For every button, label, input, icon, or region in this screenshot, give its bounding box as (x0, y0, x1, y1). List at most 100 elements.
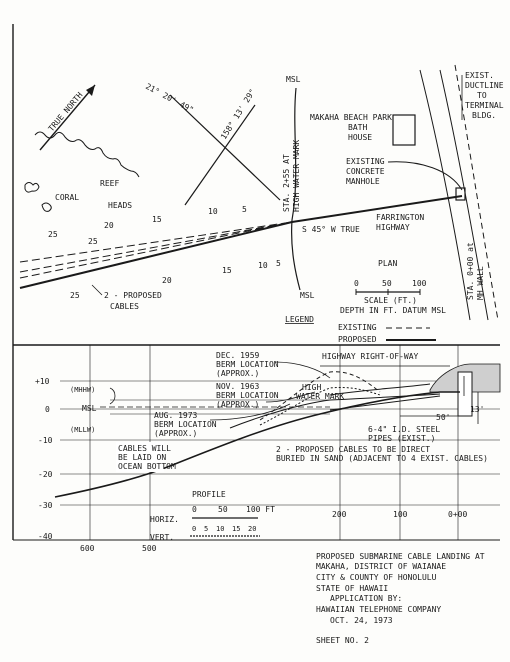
legend-existing: EXISTING (338, 323, 377, 332)
manhole-label-2: CONCRETE (346, 167, 385, 176)
vert-label: VERT. (150, 533, 174, 542)
berm-1973-line2: BERM LOCATION (154, 420, 217, 429)
park-label: MAKAHA BEACH PARK (310, 113, 392, 122)
hwm-line2: WATER MARK (296, 392, 344, 401)
cables-note-line3: OCEAN BOTTOM (118, 462, 176, 471)
berm-1973-leader (209, 403, 291, 421)
title-line: OCT. 24, 1973 (330, 616, 393, 625)
x-tick: 200 (332, 510, 347, 519)
mhhw-bracket (109, 387, 116, 405)
proposed-cable-line (19, 221, 293, 289)
station-0-label-1: STA. 0+00 at (466, 242, 475, 300)
depth-value: 15 (222, 266, 232, 275)
berm-1963-profile (259, 387, 381, 426)
dim-50-label: 50' (436, 413, 450, 422)
depth-value: 15 (152, 215, 162, 224)
depth-value: 25 (88, 237, 98, 246)
bearing-line-2 (184, 104, 256, 206)
existing-cable-line (19, 221, 293, 279)
x-tick: 100 (393, 510, 408, 519)
bath-house-label-2: HOUSE (348, 133, 372, 142)
highway-edge-2 (439, 69, 489, 321)
ductline-label-3: TO (477, 91, 487, 100)
highway-label-1: FARRINGTON (376, 213, 424, 222)
station-hwm-label-1: STA. 2+55 AT (282, 154, 291, 212)
manhole-label-3: MANHOLE (346, 177, 380, 186)
scale-tick-100: 100 (412, 279, 427, 288)
pipe-route (329, 395, 441, 411)
berm-1963-line2: BERM LOCATION (216, 391, 279, 400)
cables-leader (91, 284, 103, 296)
vert-tick-20: 20 (248, 525, 256, 533)
ground-surface (329, 383, 431, 396)
bearing-2-label: 158° 13' 29" (219, 87, 257, 141)
vert-tick-0: 0 (192, 525, 196, 533)
bearing-label: S 45° W TRUE (302, 225, 360, 234)
existing-cable-line (19, 221, 293, 273)
scale-tick-0: 0 (354, 279, 359, 288)
berm-1963-line1: NOV. 1963 (216, 382, 260, 391)
reef-label: REEF (100, 179, 119, 188)
cables-note-bg (116, 442, 164, 472)
berm-1959-profile (259, 371, 381, 421)
sand-surface (229, 393, 441, 429)
mllw-label: (MLLW) (70, 426, 95, 434)
hwm-line1: HIGH (302, 383, 321, 392)
berm-1959-line3: (APPROX.) (216, 369, 259, 378)
cables-note-line2: BE LAID ON (118, 453, 166, 462)
coral-label: CORAL (55, 193, 79, 202)
station-0-label-2: MH WALL (476, 266, 485, 300)
buried-note-line2: BURIED IN SAND (ADJACENT TO 4 EXIST. CAB… (276, 454, 488, 463)
highway-label-2: HIGHWAY (376, 223, 410, 232)
vert-tick-5: 5 (204, 525, 208, 533)
berm-1963-line3: (APPROX.) (216, 400, 259, 409)
mhhw-label: (MHHW) (70, 386, 95, 394)
legend-proposed: PROPOSED (338, 335, 377, 344)
ductline-label-4: TERMINAL (465, 101, 504, 110)
depth-value: 5 (276, 259, 281, 268)
vert-tick-15: 15 (232, 525, 240, 533)
sheet-number: SHEET NO. 2 (316, 636, 369, 645)
title-line: PROPOSED SUBMARINE CABLE LANDING AT (316, 552, 485, 561)
plan-view: TRUE NORTH 21° 20' 49" 158° 13' 29" REEF… (19, 64, 504, 344)
scale-tick-50: 50 (382, 279, 392, 288)
berm-1973-line1: AUG. 1973 (154, 411, 198, 420)
depth-value: 20 (104, 221, 114, 230)
x-tick: 500 (142, 544, 157, 553)
manhole-leader (387, 161, 463, 191)
msl-top-label: MSL (286, 75, 301, 84)
msl-shoreline (291, 87, 301, 291)
y-tick: -10 (38, 436, 53, 445)
existing-cable-line (19, 221, 293, 263)
scale-label: SCALE (FT.) (364, 296, 417, 305)
true-north-label: TRUE NORTH (47, 90, 85, 133)
existing-ductline (454, 64, 499, 321)
bath-house-icon (392, 114, 416, 146)
station-hwm-label-2: HIGH WATER MARK (292, 140, 301, 212)
manhole-icon (455, 187, 466, 201)
berm-1959-line1: DEC. 1959 (216, 351, 260, 360)
y-tick: -30 (38, 501, 53, 510)
cable-profile-line (54, 391, 460, 498)
berm-1973-line3: (APPROX.) (154, 429, 197, 438)
berm-1959-line2: BERM LOCATION (216, 360, 279, 369)
x-tick: 600 (80, 544, 95, 553)
title-line: HAWAIIAN TELEPHONE COMPANY (316, 605, 441, 614)
vert-tick-10: 10 (216, 525, 224, 533)
proposed-cable-line (291, 195, 463, 223)
horiz-tick-0: 0 (192, 505, 197, 514)
bearing-1-label: 21° 20' 49" (144, 82, 195, 115)
title-line: MAKAHA, DISTRICT OF WAIANAE (316, 562, 446, 571)
berm-1963-leader (265, 391, 316, 403)
title-line: CITY & COUNTY OF HONOLULU (316, 573, 437, 582)
y-tick: 0 (45, 405, 50, 414)
msl-label: MSL (82, 404, 97, 413)
profile-title: PROFILE (192, 490, 226, 499)
title-block: PROPOSED SUBMARINE CABLE LANDING AT MAKA… (316, 552, 485, 645)
depth-value: 5 (242, 205, 247, 214)
proposed-cables-label-1: 2 - PROPOSED (104, 291, 162, 300)
highway-row-label: HIGHWAY RIGHT-OF-WAY (322, 352, 419, 361)
reef-outline (34, 131, 140, 178)
plan-title: PLAN (378, 259, 397, 268)
